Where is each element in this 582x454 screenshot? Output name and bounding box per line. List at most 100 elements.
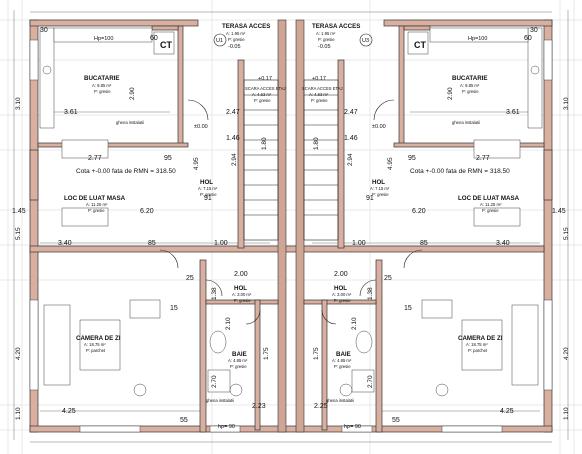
room-area: A: 4.85 m² xyxy=(332,358,352,363)
terasa-left-floor: P: gresie xyxy=(228,37,245,42)
room-name: CAMERA DE ZI xyxy=(76,335,121,342)
dim: 2.77 xyxy=(476,155,490,162)
room-floor: P: gresie xyxy=(230,364,247,369)
room-area: A: 4.63 m² xyxy=(252,92,272,97)
dim: 4.25 xyxy=(500,408,514,415)
level-zero: ±0.00 xyxy=(372,124,386,130)
room-area: A: 11.25 m² xyxy=(86,202,108,207)
dim: 3.10 xyxy=(15,97,22,110)
dim: 85 xyxy=(148,240,156,247)
room-floor: P: gresie xyxy=(334,364,351,369)
u3-marker: U3 xyxy=(362,38,369,44)
dim: 2.70 xyxy=(211,375,218,388)
bath-fixtures xyxy=(207,330,375,397)
dim: 4.95 xyxy=(193,157,200,170)
dining-furniture xyxy=(61,139,521,227)
room-floor: P: gresie xyxy=(334,298,351,303)
dim: 55 xyxy=(180,417,188,424)
room-name: LOC DE LUAT MASA xyxy=(64,195,126,202)
dim: 1.80 xyxy=(313,137,320,150)
dimension-lines xyxy=(13,10,569,443)
dim: 30 xyxy=(40,27,48,34)
ct-right: CT xyxy=(414,40,426,50)
u1-marker: U1 xyxy=(216,38,223,44)
dim: 91 xyxy=(366,195,374,202)
room-floor: P: parchet xyxy=(86,348,106,353)
windows xyxy=(29,39,553,433)
dim: 2.94 xyxy=(347,153,354,166)
room-name: HOL xyxy=(200,179,213,186)
dim: 1.46 xyxy=(226,135,240,142)
dim: 15 xyxy=(404,305,412,312)
dim: 3.40 xyxy=(58,240,72,247)
dim: 4.20 xyxy=(15,347,22,360)
ct-left: CT xyxy=(160,40,172,50)
dim: 30 xyxy=(530,27,538,34)
room-name: SCARA ACCES ETAJ xyxy=(245,86,286,91)
room-name: HOL xyxy=(372,179,385,186)
cota-right: Cota +-0.00 fata de RMN = 318.50 xyxy=(410,168,510,175)
room-area: A: 3.00 m² xyxy=(232,292,252,297)
top-labels: TERASA ACCES A: 1.95 m² P: gresie TERASA… xyxy=(94,23,487,50)
dim: 60 xyxy=(524,35,532,42)
terasa-right-area: A: 1.95 m² xyxy=(316,31,336,36)
stairs xyxy=(243,79,339,241)
ghena-label: ghena instalatii xyxy=(206,398,234,403)
exterior-walls xyxy=(29,19,553,433)
room-floor: P: gresie xyxy=(372,192,389,197)
dim: 6.20 xyxy=(140,208,154,215)
dim: 25 xyxy=(384,275,392,282)
room-name: HOL xyxy=(334,285,347,292)
dim: 95 xyxy=(164,155,172,162)
room-labels: BUCATARIE A: 9.85 m² P: gresie BUCATARIE… xyxy=(64,75,520,369)
ghena-label: ghena instalatii xyxy=(452,120,480,125)
dim: 25 xyxy=(186,275,194,282)
dim: 2.00 xyxy=(234,271,248,278)
dim: 5.15 xyxy=(563,227,570,240)
dim: 6.20 xyxy=(412,208,426,215)
dim: 2.23 xyxy=(252,403,266,410)
dim: 4.25 xyxy=(62,408,76,415)
room-area: A: 11.25 m² xyxy=(480,202,502,207)
room-area: A: 4.63 m² xyxy=(309,92,329,97)
room-name: SCARA ACCES ETAJ xyxy=(302,86,343,91)
room-name: CAMERA DE ZI xyxy=(458,335,503,342)
dim: 2.94 xyxy=(231,153,238,166)
dim: 2.10 xyxy=(225,317,232,330)
dim: 3.10 xyxy=(563,97,570,110)
cota-left: Cota +-0.00 fata de RMN = 318.50 xyxy=(76,168,176,175)
room-name: LOC DE LUAT MASA xyxy=(458,195,520,202)
room-area: A: 18.75 m² xyxy=(84,342,106,347)
ghena-label: ghena instalatii xyxy=(326,398,354,403)
room-area: A: 9.85 m² xyxy=(460,83,480,88)
dim: 85 xyxy=(420,240,428,247)
room-floor: P: gresie xyxy=(482,208,499,213)
dim: 3.61 xyxy=(64,109,78,116)
dim: 3.61 xyxy=(506,109,520,116)
dim: 2.47 xyxy=(226,109,240,116)
room-floor: P: gresie xyxy=(254,98,271,103)
dimension-values: 3.61 3.61 2.47 2.47 1.46 1.46 2.77 2.77 … xyxy=(12,27,570,430)
level-labels: Cota +-0.00 fata de RMN = 318.50 Cota +-… xyxy=(76,76,510,403)
room-name: HOL xyxy=(234,285,247,292)
dim: 5.15 xyxy=(15,227,22,240)
dim: -0.05 xyxy=(318,44,331,50)
room-name: BAIE xyxy=(336,351,351,358)
room-floor: P: gresie xyxy=(88,208,105,213)
room-area: A: 9.85 m² xyxy=(92,83,112,88)
room-name: BUCATARIE xyxy=(452,75,488,82)
dim: 1.38 xyxy=(211,287,218,300)
dim: 2.77 xyxy=(88,155,102,162)
dim: 1.75 xyxy=(313,347,320,360)
dim: 1.00 xyxy=(214,240,228,247)
room-floor: P: gresie xyxy=(462,89,479,94)
dim: 2.90 xyxy=(129,87,136,100)
dim: hp= 90 xyxy=(218,424,235,430)
dim: hp= 90 xyxy=(344,424,361,430)
dim: 55 xyxy=(392,417,400,424)
dim: 1.10 xyxy=(563,407,570,420)
hp-left: Hp=100 xyxy=(94,36,113,42)
dim: 2.90 xyxy=(447,87,454,100)
dim: 1.46 xyxy=(344,135,358,142)
